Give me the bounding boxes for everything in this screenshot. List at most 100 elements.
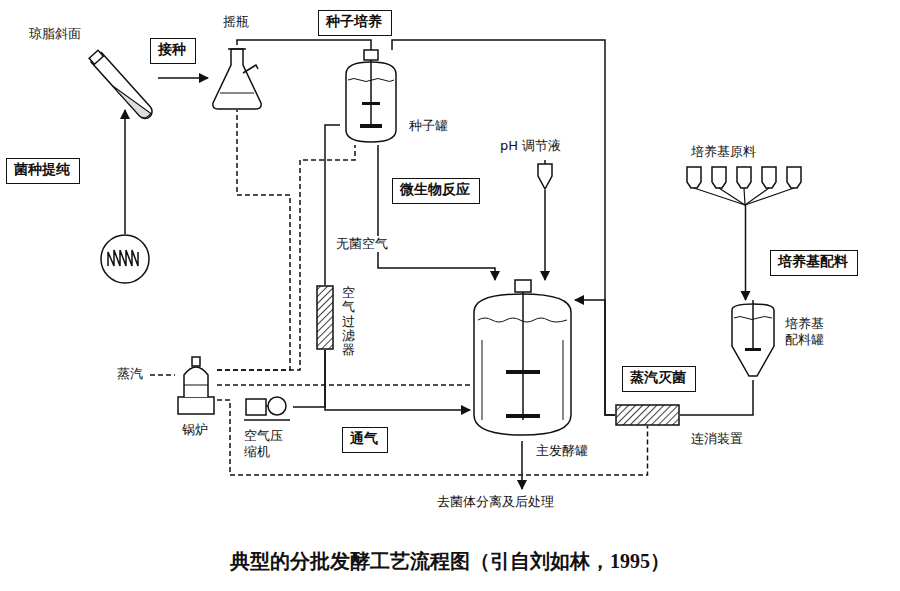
mixing-tank-part — [752, 300, 754, 350]
ph-reagent-vessel-part — [538, 164, 552, 189]
process-pipe — [325, 350, 470, 410]
process-box: 通气 — [342, 427, 388, 453]
equipment-label: 种子罐 — [408, 118, 449, 134]
mixing-tank-part — [734, 317, 772, 320]
boiler-drawing — [175, 355, 217, 415]
medium-bottles-part — [712, 167, 726, 188]
box-label: 菌种提纯 — [14, 161, 72, 179]
process-box: 菌种提纯 — [6, 158, 80, 184]
medium-bottles-part — [745, 188, 794, 205]
air-filter — [317, 286, 333, 349]
main-fermenter-part — [506, 370, 540, 374]
air-compressor — [244, 397, 290, 420]
ph-vessel-drawing — [535, 160, 555, 190]
uv-source-symbol-part — [101, 235, 149, 283]
air-compressor-part — [266, 405, 268, 407]
continuous-sterilizer-part — [616, 405, 679, 425]
uv-source-symbol-part — [124, 110, 126, 234]
medium-bottles-part — [762, 167, 776, 188]
mixing-tank: 培养基配料罐 — [728, 300, 778, 380]
equipment-label: pH 调节液 — [499, 138, 562, 154]
medium-bottles-part — [737, 167, 751, 188]
steam-inlet-line — [150, 375, 175, 376]
seed-tank-part — [360, 124, 382, 128]
process-box: 微生物反应 — [392, 178, 480, 204]
main-fermenter-part — [515, 280, 531, 292]
continuous-sterilizer-drawing — [615, 404, 680, 426]
main-fermenter-part — [563, 340, 564, 420]
process-pipe — [575, 300, 615, 415]
test-tube — [88, 50, 155, 122]
ph-vessel: pH 调节液 — [535, 160, 555, 190]
medium-bottles-part — [694, 188, 745, 205]
figure-caption: 典型的分批发酵工艺流程图（引自刘如林，1995） — [0, 548, 900, 575]
medium-bottles-part — [687, 167, 701, 188]
shake-flask — [213, 49, 261, 109]
seed-tank: 种子罐 — [340, 50, 402, 145]
air-filter-drawing — [314, 285, 336, 350]
box-label: 蒸汽灭菌 — [630, 369, 688, 387]
note-label: 无菌空气 — [335, 236, 389, 252]
medium-bottles-part — [744, 188, 745, 205]
shake-flask: 摇瓶 — [208, 45, 266, 110]
process-box: 培养基配料 — [770, 250, 858, 276]
uv-source-symbol-part — [108, 250, 138, 266]
test-tube-part — [91, 53, 155, 122]
main-fermenter-part — [482, 340, 483, 420]
seed-tank-part — [348, 79, 394, 82]
process-pipe — [378, 145, 495, 280]
main-fermenter — [474, 280, 571, 435]
note-label: 蒸汽 — [116, 366, 144, 382]
main-fermenter-drawing — [470, 280, 575, 440]
box-label: 接种 — [158, 41, 188, 59]
process-pipe — [544, 190, 546, 280]
box-label: 通气 — [350, 430, 380, 448]
seed-tank-part — [362, 102, 380, 105]
ph-reagent-vessel — [538, 160, 552, 189]
steam-pipe — [217, 384, 470, 386]
shake-flask-drawing — [208, 45, 266, 110]
steam-pipe — [217, 110, 290, 370]
shake-flask-part — [228, 48, 246, 50]
air-compressor: 空气压缩机 — [243, 392, 293, 422]
equipment-label: 空气压缩机 — [243, 428, 288, 459]
process-box: 种子培养 — [318, 10, 392, 36]
box-label: 种子培养 — [326, 13, 384, 31]
shake-flask-part — [213, 49, 261, 109]
process-box: 接种 — [150, 38, 196, 64]
uv-source-symbol — [101, 110, 149, 283]
boiler-part — [192, 357, 200, 366]
process-pipe — [745, 205, 747, 300]
equipment-label: 连消装置 — [690, 431, 744, 447]
main-fermenter-part — [478, 318, 567, 322]
medium-bottles-part — [745, 188, 769, 205]
seed-tank-part — [364, 50, 378, 60]
test-tube-part — [89, 50, 103, 64]
steam-pipe — [217, 145, 355, 370]
test-tube-part — [112, 79, 151, 120]
medium-bottles-part — [719, 188, 745, 205]
mixing-tank — [732, 300, 774, 376]
seed-tank-drawing — [340, 50, 402, 145]
process-pipe — [293, 350, 325, 407]
medium-bottles: 培养基原料 — [683, 165, 808, 205]
boiler — [178, 357, 214, 414]
medium-bottles — [687, 167, 801, 205]
main-fermenter-part — [506, 414, 540, 418]
continuous-sterilizer — [616, 405, 679, 425]
box-label: 培养基配料 — [778, 253, 850, 271]
mixing-tank-drawing — [728, 300, 778, 380]
equipment-label: 空气过滤器 — [342, 285, 355, 358]
boiler-part — [184, 367, 208, 397]
equipment-label: 琼脂斜面 — [28, 26, 82, 42]
air-compressor-part — [244, 419, 290, 421]
equipment-label: 锅炉 — [181, 422, 209, 438]
main-fermenter: 主发酵罐 — [470, 280, 575, 440]
mixing-tank-part — [745, 348, 761, 351]
product-outlet-arrow — [522, 441, 523, 489]
medium-bottles-drawing — [683, 165, 808, 205]
process-pipe — [325, 125, 340, 285]
air-filter-part — [317, 286, 333, 349]
